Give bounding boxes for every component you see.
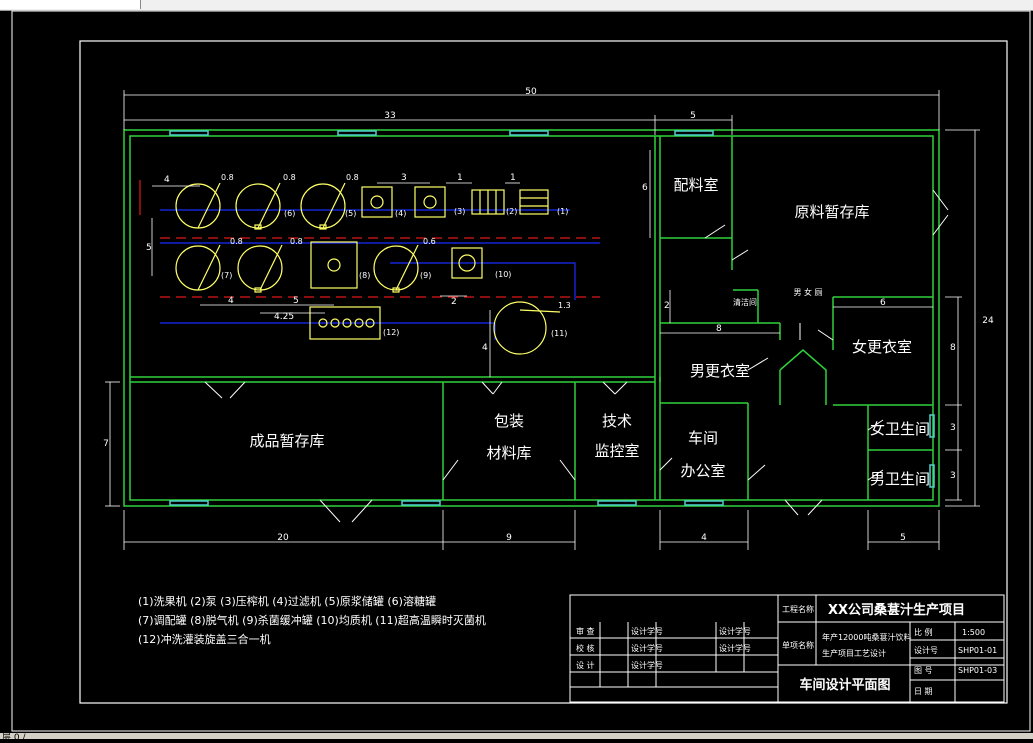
room-nv-gengyi: 女更衣室 bbox=[852, 338, 912, 356]
room-jishu-2: 监控室 bbox=[594, 442, 639, 460]
dim-height: 24 bbox=[982, 316, 994, 326]
sheet-border-inner bbox=[79, 40, 1008, 704]
tb-c2: 设计学号 bbox=[631, 643, 663, 653]
equip-label-3: (3) bbox=[454, 207, 465, 216]
equipment bbox=[175, 182, 561, 355]
room-nan-gengyi: 男更衣室 bbox=[690, 362, 750, 380]
tb-unit-value-1: 年产12000吨桑葚汁饮料 bbox=[822, 632, 911, 642]
dim-2a: 2 bbox=[451, 297, 457, 307]
equip-label-11: (11) bbox=[551, 329, 567, 338]
legend-line-3: (12)冲洗灌装旋盖三合一机 bbox=[138, 632, 271, 646]
dim-08d: 0.8 bbox=[230, 237, 243, 246]
legend-line-2: (7)调配罐 (8)脱气机 (9)杀菌缓冲罐 (10)均质机 (11)超高温瞬时… bbox=[138, 613, 486, 627]
doors bbox=[204, 189, 949, 523]
equip-label-12: (12) bbox=[383, 328, 399, 337]
room-peiliao: 配料室 bbox=[673, 176, 718, 194]
tb-r1: 审 查 bbox=[576, 626, 595, 636]
dim-bottom-right1: 4 bbox=[701, 533, 707, 543]
tb-c3: 设计学号 bbox=[631, 660, 663, 670]
equip-label-10: (10) bbox=[495, 270, 511, 279]
legend-line-1: (1)洗果机 (2)泵 (3)压榨机 (4)过滤机 (5)原浆储罐 (6)溶糖罐 bbox=[138, 594, 436, 608]
dim-4a: 4 bbox=[164, 175, 170, 185]
tb-proj-value: XX公司桑葚汁生产项目 bbox=[828, 602, 965, 618]
dim-6a: 6 bbox=[642, 183, 648, 193]
room-baozhuang-1: 包装 bbox=[494, 412, 524, 430]
dim-8b: 8 bbox=[950, 343, 956, 353]
dim-1b: 1 bbox=[510, 173, 516, 183]
tb-unit-value-2: 生产项目工艺设计 bbox=[822, 648, 886, 658]
tb-drawing-value: SHP01-03 bbox=[958, 666, 997, 675]
dim-mid-width: 5 bbox=[690, 111, 696, 121]
equip-label-8: (8) bbox=[359, 271, 370, 280]
equip-label-7: (7) bbox=[221, 271, 232, 280]
dim-08a: 0.8 bbox=[221, 173, 234, 182]
dim-4b: 4 bbox=[228, 296, 234, 306]
dim-5a: 5 bbox=[146, 243, 152, 253]
dim-2b: 2 bbox=[664, 301, 670, 311]
room-small-label: 男 女 厕 bbox=[793, 287, 822, 297]
tb-proj-label: 工程名称 bbox=[782, 604, 814, 614]
equip-label-5: (5) bbox=[345, 209, 356, 218]
tb-date-label: 日 期 bbox=[914, 687, 933, 696]
tb-c1: 设计学号 bbox=[631, 626, 663, 636]
tb-d2: 设计学号 bbox=[719, 643, 751, 653]
dim-08b: 0.8 bbox=[283, 173, 296, 182]
title-block bbox=[569, 594, 1005, 703]
dim-bottom-mid: 9 bbox=[506, 533, 512, 543]
room-chejian-2: 办公室 bbox=[680, 462, 725, 480]
room-nan-weisheng: 男卫生间 bbox=[870, 470, 930, 488]
dim-08e: 0.8 bbox=[290, 237, 303, 246]
dim-3c: 3 bbox=[950, 471, 956, 481]
room-nv-weisheng: 女卫生间 bbox=[870, 420, 930, 438]
dim-6b: 6 bbox=[880, 298, 886, 308]
cad-drawing: 50 33 5 24 20 9 4 5 7 4 5 3 1 1 4 5 2 4.… bbox=[11, 10, 1031, 732]
dim-3b: 3 bbox=[950, 423, 956, 433]
dim-left-width: 33 bbox=[384, 111, 395, 121]
tb-r3: 设 计 bbox=[576, 660, 595, 670]
equip-label-4: (4) bbox=[395, 209, 406, 218]
equip-label-1: (1) bbox=[557, 207, 568, 216]
equip-label-2: (2) bbox=[506, 207, 517, 216]
windows bbox=[169, 130, 935, 506]
dim-bottom-left: 20 bbox=[277, 533, 289, 543]
tb-d1: 设计学号 bbox=[719, 626, 751, 636]
dimension-lines bbox=[105, 90, 980, 550]
room-jishu-1: 技术 bbox=[602, 412, 632, 430]
room-baozhuang-2: 材料库 bbox=[486, 444, 531, 462]
dim-5b: 5 bbox=[293, 296, 299, 306]
tb-r2: 校 核 bbox=[576, 643, 595, 653]
sheet-border-outer bbox=[11, 10, 1031, 732]
dim-bottom-right2: 5 bbox=[900, 533, 906, 543]
dim-4c: 4 bbox=[482, 343, 488, 353]
tb-unit-label: 单项名称 bbox=[782, 640, 814, 650]
dim-total-width: 50 bbox=[525, 87, 537, 97]
tb-scale-value: 1:500 bbox=[962, 628, 985, 637]
dim-3a: 3 bbox=[401, 173, 407, 183]
equip-label-6: (6) bbox=[284, 209, 295, 218]
dim-425: 4.25 bbox=[274, 312, 294, 322]
tb-drawing-label: 图 号 bbox=[914, 666, 933, 675]
equip-label-9: (9) bbox=[420, 271, 431, 280]
room-chejian-1: 车间 bbox=[688, 429, 718, 447]
dim-08c: 0.8 bbox=[346, 173, 359, 182]
tb-drawing-title: 车间设计平面图 bbox=[799, 677, 890, 693]
dim-13: 1.3 bbox=[558, 301, 571, 310]
dim-8a: 8 bbox=[716, 324, 722, 334]
dim-1a: 1 bbox=[457, 173, 463, 183]
process-pipes bbox=[139, 180, 600, 340]
building-walls bbox=[123, 129, 940, 507]
room-chengpin: 成品暂存库 bbox=[249, 432, 324, 450]
room-yuanliao: 原料暂存库 bbox=[794, 203, 869, 221]
room-qingjie: 清洁间 bbox=[733, 297, 757, 307]
status-text: 层 0 / bbox=[2, 733, 26, 743]
dim-06: 0.6 bbox=[423, 237, 436, 246]
dim-left-height: 7 bbox=[103, 439, 109, 449]
tb-designer-label: 设计号 bbox=[914, 645, 938, 655]
tb-scale-label: 比 例 bbox=[914, 627, 933, 637]
toolbar-field[interactable] bbox=[0, 0, 141, 9]
status-bar: 层 0 / bbox=[0, 733, 1033, 743]
tb-designer-value: SHP01-01 bbox=[958, 646, 997, 655]
